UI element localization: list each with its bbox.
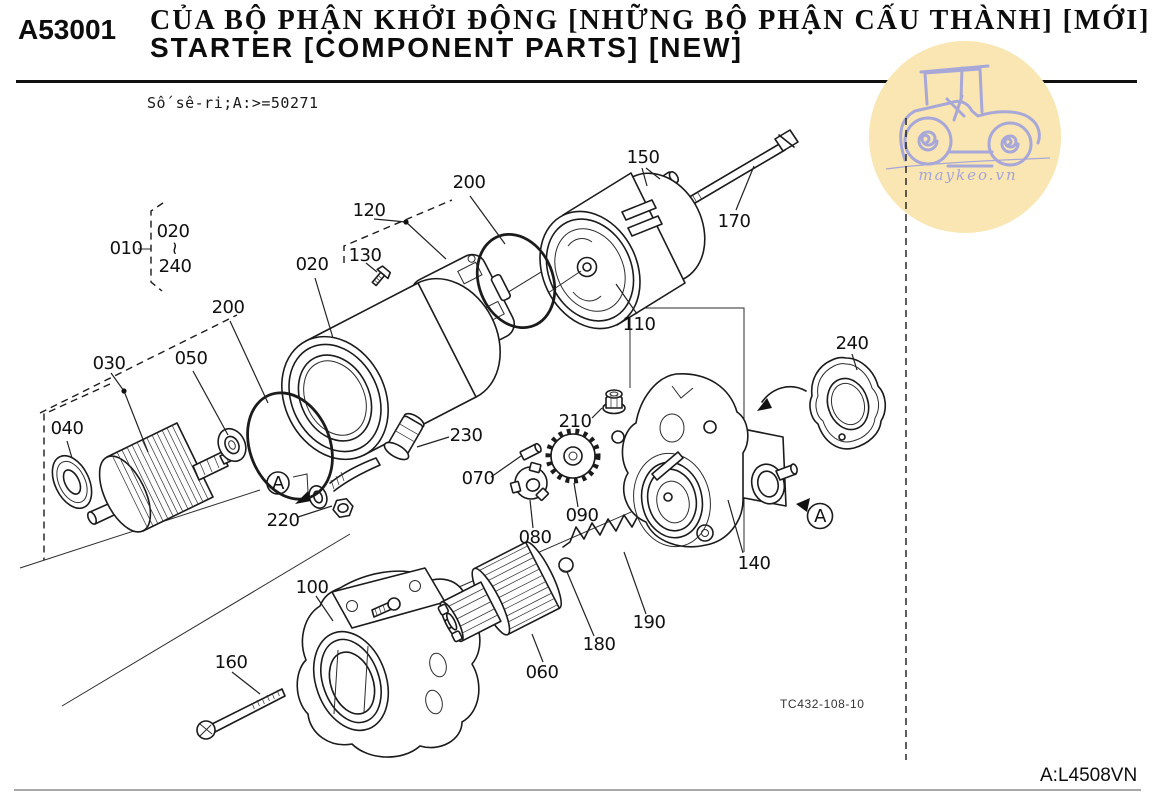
detail-marker-a-left: A <box>266 471 311 504</box>
pinion-060 <box>437 541 562 643</box>
watermark-text: maykeo.vn <box>918 166 1017 184</box>
label-080: 080 <box>519 527 552 548</box>
serial-note: Số sê-ri;A:>=50271 <box>147 94 319 112</box>
gear-090 <box>545 428 601 484</box>
o-ring-200-left <box>246 391 334 501</box>
label-210: 210 <box>559 411 592 432</box>
label-190: 190 <box>633 612 666 633</box>
label-120: 120 <box>353 200 386 221</box>
label-240: 240 <box>836 333 869 354</box>
page-title-vietnamese: CỦA BỘ PHẬN KHỞI ĐỘNG [NHỮNG BỘ PHẬN CẤU… <box>150 5 1151 36</box>
stud-on-bracket <box>371 597 401 618</box>
label-230: 230 <box>450 425 483 446</box>
label-170: 170 <box>718 211 751 232</box>
label-130: 130 <box>349 245 382 266</box>
ball-180 <box>558 557 574 573</box>
lead-wire-220 <box>308 457 381 519</box>
yoke-020 <box>281 277 501 461</box>
retainer-080 <box>509 461 550 502</box>
label-030: 030 <box>93 353 126 374</box>
label-150: 150 <box>627 147 660 168</box>
bushing-040 <box>51 454 93 510</box>
detail-marker-a-right: A <box>796 498 834 530</box>
watermark-circle <box>869 41 1061 233</box>
label-040: 040 <box>51 418 84 439</box>
label-010: 010 <box>110 238 143 259</box>
figure-number: A53001 <box>18 14 117 45</box>
terminal-230 <box>383 412 425 461</box>
label-range-tilde: ~ <box>164 241 185 256</box>
label-140: 140 <box>738 553 771 574</box>
footer-rule <box>14 789 1141 791</box>
nut-220 <box>332 497 354 519</box>
center-bracket-140 <box>611 373 798 548</box>
screw-130 <box>371 265 392 287</box>
label-060: 060 <box>526 662 559 683</box>
label-020: 020 <box>296 254 329 275</box>
plug-on-bracket <box>750 463 798 505</box>
label-110: 110 <box>623 314 656 335</box>
label-range-from: 020 <box>157 221 190 242</box>
leader-lines <box>66 165 858 695</box>
figure-drawing-code: TC432-108-10 <box>780 697 865 711</box>
group-boundary-right <box>343 199 453 263</box>
bolt-160 <box>196 688 286 740</box>
o-ring-200-center <box>475 232 557 330</box>
label-180: 180 <box>583 634 616 655</box>
nut-210 <box>602 389 626 415</box>
label-220: 220 <box>267 510 300 531</box>
label-100: 100 <box>296 577 329 598</box>
watermark: maykeo.vn <box>869 41 1061 233</box>
gasket-240 <box>757 356 887 450</box>
part-labels: 010 020 ~ 240 120 130 020 200 030 050 04… <box>51 147 869 683</box>
label-range-to: 240 <box>159 256 192 277</box>
flip-arrow <box>761 386 807 403</box>
spring-190 <box>562 507 647 548</box>
label-090: 090 <box>566 505 599 526</box>
end-cover-110 <box>539 172 706 330</box>
label-160: 160 <box>215 652 248 673</box>
detail-a-right-text: A <box>814 506 827 527</box>
label-200-center: 200 <box>453 172 486 193</box>
label-200-left: 200 <box>212 297 245 318</box>
label-070: 070 <box>462 468 495 489</box>
pin-070 <box>519 442 542 461</box>
page-title-english: STARTER [COMPONENT PARTS] [NEW] <box>150 32 743 63</box>
header-rule <box>16 80 1137 83</box>
model-code: A:L4508VN <box>1040 765 1138 786</box>
group-boundary-left <box>39 314 238 414</box>
detail-a-left-text: A <box>272 473 285 494</box>
group-010-bracket <box>150 202 164 292</box>
label-050: 050 <box>175 348 208 369</box>
group-040-bracket <box>43 383 111 560</box>
